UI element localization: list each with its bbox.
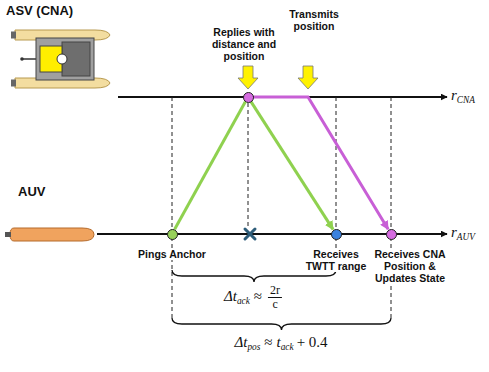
- event-label-group: Receives TWTT range: [305, 248, 367, 272]
- event-label: Replies with distance and position: [202, 26, 286, 62]
- dashed-guides: [172, 97, 391, 318]
- dashed-guide: [336, 97, 337, 270]
- event-label-group: Pings Anchor: [134, 248, 210, 260]
- cross-mark: [245, 229, 255, 239]
- interval-formula: Δtack ≈2rc: [224, 284, 284, 310]
- event-label-part: Transmits position: [289, 8, 339, 32]
- event-arrow: [238, 66, 258, 89]
- asv-hull-cap: [11, 32, 16, 39]
- asv-deck: [36, 38, 94, 80]
- vehicle-name-part: AUV: [18, 184, 45, 199]
- asv-mast: [22, 58, 36, 60]
- dashed-guide: [172, 97, 173, 318]
- fraction: 2rc: [268, 284, 282, 310]
- interval-formula-part: ≈: [264, 334, 272, 350]
- interval-formula-part: 2r: [268, 284, 282, 297]
- dashed-guide: [248, 103, 249, 227]
- event-dot: Pings Anchor: [167, 229, 178, 240]
- vehicle-name-part: ASV (CNA): [6, 3, 73, 18]
- event-dot: Replies with distance and position: [243, 92, 254, 103]
- asv-hull-cap: [11, 80, 16, 87]
- axis-label-part: r: [451, 224, 457, 240]
- axis-label: rAUV: [451, 223, 475, 243]
- event-label-group: Replies with distance and position: [202, 26, 286, 62]
- interval-formula-part: + 0.4: [297, 334, 328, 350]
- vehicle-name: ASV (CNA): [6, 3, 73, 19]
- connectors: [175, 97, 388, 229]
- axis-label: rCNA: [451, 86, 475, 106]
- asv-mast-tip: [20, 57, 24, 61]
- interval-formula-part: pos: [247, 342, 260, 352]
- auv-torpedo: [5, 228, 94, 241]
- axis-label-part: r: [451, 87, 457, 103]
- interval-brace: [172, 318, 391, 330]
- event-label-group: Receives CNA Position & Updates State: [371, 248, 449, 284]
- axis-label-part: AUV: [457, 232, 475, 242]
- asv-catamaran: [11, 30, 110, 88]
- event-dot: Receives TWTT range: [331, 229, 342, 240]
- interval-formula: Δtpos ≈ tack+ 0.4: [234, 333, 327, 353]
- interval-formula-part: ack: [281, 342, 294, 352]
- event-dot: Receives CNA Position & Updates State: [386, 229, 397, 240]
- vehicle-name: AUV: [18, 184, 45, 200]
- signal-path: [175, 102, 246, 229]
- axis-label-part: CNA: [457, 95, 475, 105]
- auv-body: [10, 228, 94, 241]
- dashed-guide: [391, 97, 392, 318]
- interval-formula-part: ≈: [254, 288, 262, 304]
- event-arrow: [298, 66, 318, 89]
- asv-antenna: [57, 54, 67, 64]
- interval-formula-part: t: [277, 334, 281, 350]
- interval-formula-part: Δt: [234, 334, 247, 350]
- event-label: Transmits position: [285, 8, 343, 32]
- auv-propeller: [5, 232, 11, 237]
- event-label: Receives TWTT range: [305, 248, 367, 272]
- interval-formula-part: c: [268, 297, 282, 311]
- event-label: Pings Anchor: [134, 248, 210, 260]
- interval-formula-part: ack: [237, 296, 250, 306]
- interval-formula-part: Δt: [224, 288, 237, 304]
- interval-brace: [172, 270, 336, 282]
- signal-path: [254, 97, 389, 229]
- event-label: Receives CNA Position & Updates State: [371, 248, 449, 284]
